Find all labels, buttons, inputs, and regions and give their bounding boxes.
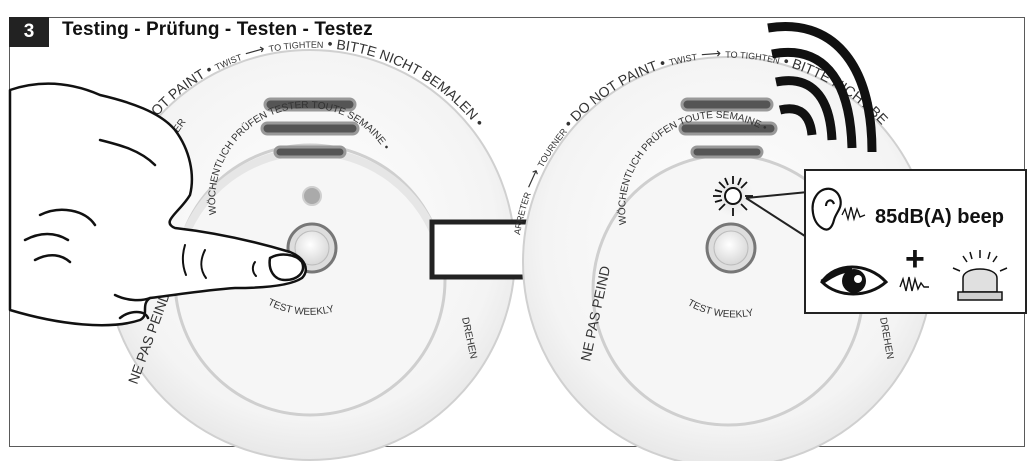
sound-waves-icon [767,22,877,153]
warning-light-icon [952,250,1008,301]
pressing-finger-hand [8,82,307,327]
right-smoke-detector: ARRETER ⟶ TOURNER • DO NOT PAINT • TWIST… [512,45,934,461]
sound-wave-icon [899,276,929,292]
section-title: Testing - Prüfung - Testen - Testez [62,19,373,40]
step-number-badge: 3 [9,17,49,47]
plus-sign: + [905,240,925,278]
ear-sound-wave-icon [841,206,866,222]
left-led-indicator [302,186,322,206]
flashing-led-rays [713,176,753,216]
right-led-indicator [724,187,742,205]
ear-icon [811,187,842,231]
eye-icon [820,265,889,296]
alert-callout: 85dB(A) beep + [745,169,1027,314]
right-test-button[interactable] [713,230,749,266]
left-test-button[interactable] [294,230,330,266]
beep-level-text: 85dB(A) beep [875,206,1004,228]
